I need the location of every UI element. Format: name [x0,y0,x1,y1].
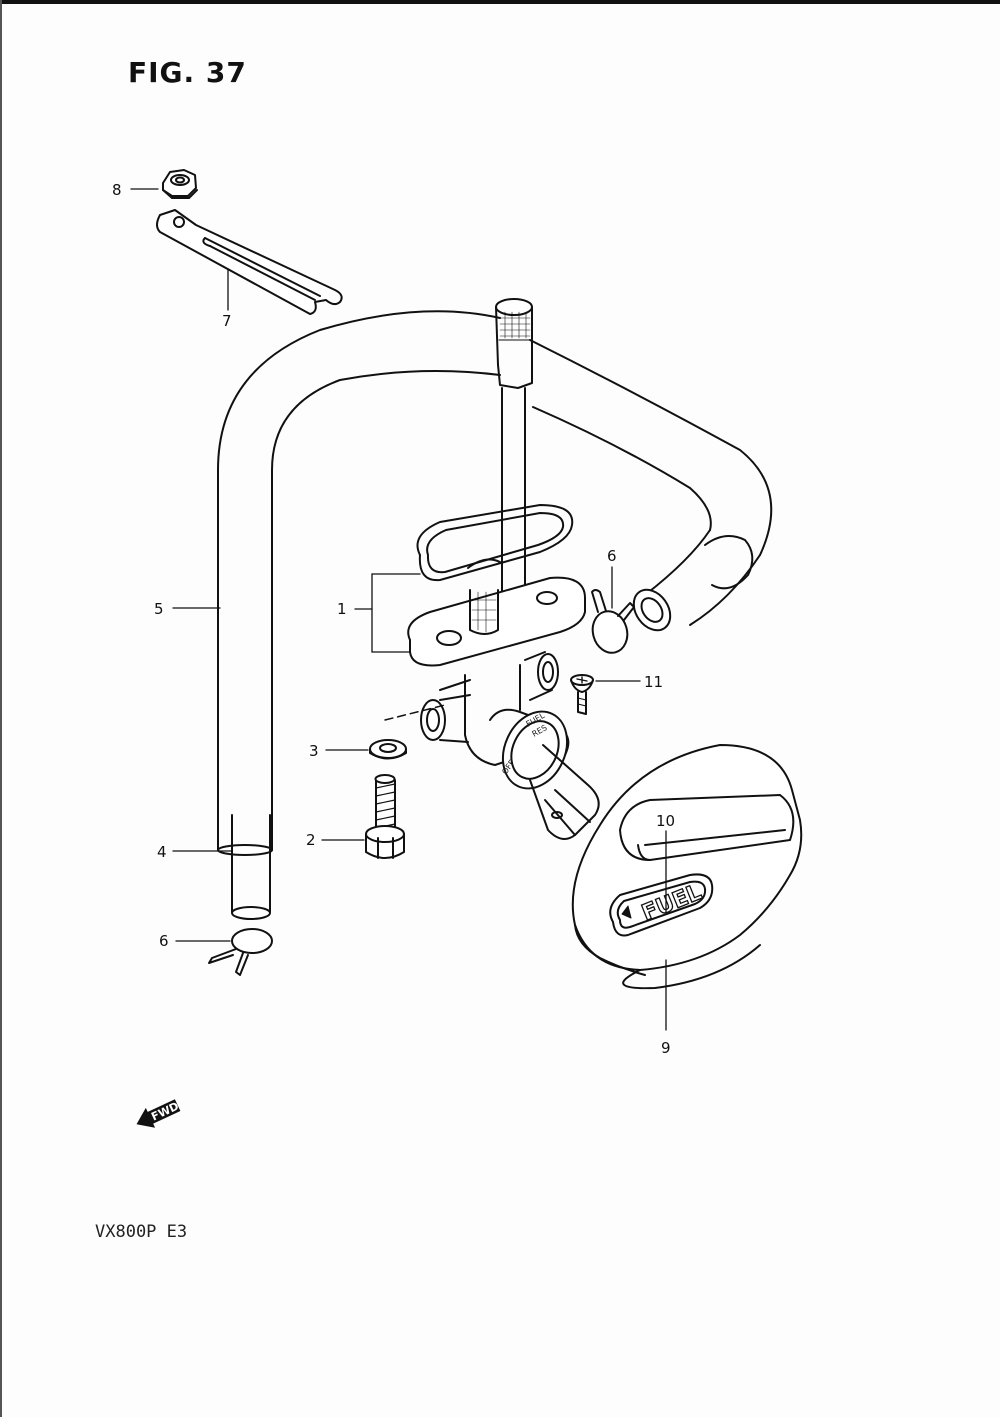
callout-4: 4 [157,843,167,861]
part-3-washer [369,739,407,760]
figure-title: FIG. 37 [128,56,247,89]
callout-11: 11 [644,673,663,691]
part-8-nut [162,169,198,199]
callout-6-upper: 6 [607,547,617,565]
part-1-valve-flange [407,558,586,667]
fuel-standpipe [495,298,533,611]
fwd-marker-text: FWD [149,1100,181,1124]
part-1-o-ring [416,504,574,582]
callout-10: 10 [656,812,675,830]
sheet-left-border [0,0,2,1417]
callout-8: 8 [112,181,122,199]
part-1-valve-body [384,651,600,840]
part-7-strap [156,209,343,315]
callout-2: 2 [306,831,316,849]
model-code: VX800P E3 [95,1222,188,1242]
part-11-screw [570,674,594,715]
callout-labels: 1 2 3 4 5 6 6 7 8 9 10 11 [112,181,675,1057]
callout-6-lower: 6 [159,932,169,950]
leader-lines [130,188,667,1031]
part-6-clamp-upper [591,589,635,654]
fwd-arrow-icon: FWD [136,1099,181,1128]
part-6-clamp-lower [208,928,273,976]
callout-9: 9 [661,1039,671,1057]
callout-5: 5 [154,600,164,618]
callout-3: 3 [309,742,319,760]
part-2-bolt [365,774,405,859]
sheet-top-border [0,0,1000,4]
callout-7: 7 [222,312,232,330]
callout-1: 1 [337,600,347,618]
part-4-hose-end [231,814,271,920]
part-9-valve-cover [571,744,803,990]
